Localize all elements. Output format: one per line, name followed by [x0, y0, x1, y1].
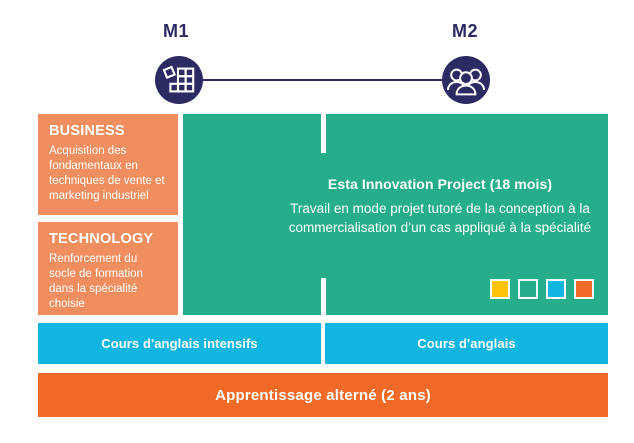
project-title: Esta Innovation Project (18 mois)	[327, 176, 553, 192]
track-block-business: BUSINESS Acquisition des fondamentaux en…	[38, 114, 178, 215]
panel-divider-bottom	[321, 278, 326, 315]
swatch-yellow	[490, 279, 510, 299]
apprenticeship-bar: Apprentissage alterné (2 ans)	[38, 373, 608, 417]
milestone-node-m2	[442, 56, 490, 104]
milestone-connector-line	[196, 79, 450, 81]
track-title-technology: TECHNOLOGY	[49, 231, 154, 247]
track-description-technology: Renforcement du socle de formation dans …	[49, 252, 143, 311]
color-swatch-row	[490, 279, 594, 299]
panel-divider-top	[321, 114, 326, 153]
project-description: Travail en mode projet tutoré de la conc…	[288, 200, 592, 235]
project-text-group: Esta Innovation Project (18 mois) Travai…	[275, 176, 605, 237]
track-description-business: Acquisition des fondamentaux en techniqu…	[49, 144, 165, 203]
milestone-label-m1: M1	[163, 21, 190, 41]
people-group-icon	[447, 68, 485, 96]
milestone-node-m1	[155, 56, 203, 104]
track-title-business: BUSINESS	[49, 123, 125, 139]
project-panel: Esta Innovation Project (18 mois) Travai…	[183, 114, 608, 315]
swatch-cyan	[546, 279, 566, 299]
language-bar-intensive: Cours d'anglais intensifs	[38, 323, 321, 364]
track-block-technology: TECHNOLOGY Renforcement du socle de form…	[38, 222, 178, 315]
swatch-orange	[574, 279, 594, 299]
milestone-label-m2: M2	[452, 21, 479, 41]
swatch-green	[518, 279, 538, 299]
language-bar-standard: Cours d'anglais	[325, 323, 608, 364]
building-blocks-icon	[162, 65, 195, 93]
